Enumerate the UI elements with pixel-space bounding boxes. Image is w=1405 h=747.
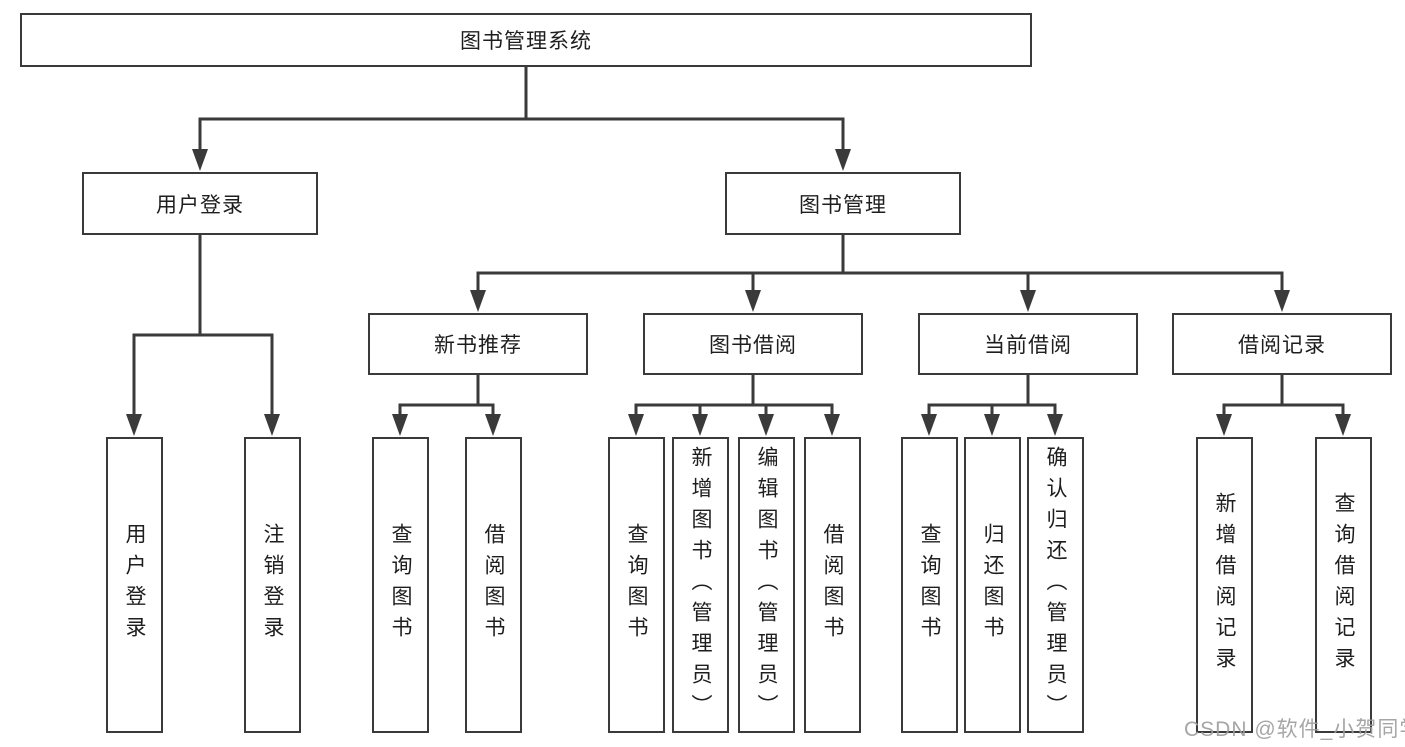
node-label: 图书借阅: [709, 334, 797, 357]
node-label: 归还图书: [981, 523, 1004, 647]
node-label: 用户登录: [156, 193, 244, 217]
arrowheads: [126, 149, 1351, 436]
node-book-borrow: 图书借阅: [643, 313, 863, 375]
node-label: 新增图书（管理员）: [689, 445, 712, 725]
node-label: 注销登录: [261, 523, 284, 647]
node-label: 查询图书: [625, 523, 648, 647]
leaf-borrow-book: 借阅图书: [804, 437, 861, 733]
node-current-borrow: 当前借阅: [918, 313, 1138, 375]
csdn-watermark: CSDN @软件_小贺同学: [1184, 718, 1405, 741]
node-label: 新增借阅记录: [1213, 492, 1236, 678]
node-library-system: 图书管理系统: [20, 13, 1032, 67]
leaf-confirm-return-admin: 确认归还（管理员）: [1027, 437, 1084, 733]
node-borrow-records: 借阅记录: [1172, 313, 1392, 375]
node-label: 确认归还（管理员）: [1044, 445, 1067, 725]
node-label: 图书管理系统: [460, 30, 592, 53]
leaf-return-book: 归还图书: [964, 437, 1021, 733]
node-label: 用户登录: [123, 523, 146, 647]
node-label: 当前借阅: [984, 334, 1072, 357]
node-label: 借阅图书: [482, 523, 505, 647]
node-new-book-recommend: 新书推荐: [368, 313, 588, 375]
node-label: 查询借阅记录: [1332, 492, 1355, 678]
node-label: 查询图书: [389, 523, 412, 647]
node-label: 借阅图书: [821, 523, 844, 647]
node-label: 新书推荐: [434, 334, 522, 357]
leaf-logout-login: 注销登录: [244, 437, 301, 733]
node-label: 编辑图书（管理员）: [755, 445, 778, 725]
leaf-query-borrow-record: 查询借阅记录: [1315, 437, 1372, 733]
node-book-management: 图书管理: [725, 172, 961, 235]
leaf-query-book-current: 查询图书: [901, 437, 958, 733]
leaf-user-login: 用户登录: [106, 437, 163, 733]
node-label: 查询图书: [918, 523, 941, 647]
leaf-borrow-book-recommend: 借阅图书: [465, 437, 522, 733]
node-user-login: 用户登录: [82, 172, 318, 235]
leaf-add-borrow-record: 新增借阅记录: [1196, 437, 1253, 733]
node-label: 图书管理: [799, 193, 887, 217]
leaf-query-book-recommend: 查询图书: [372, 437, 429, 733]
leaf-query-book-borrow: 查询图书: [608, 437, 665, 733]
node-label: 借阅记录: [1238, 334, 1326, 357]
leaf-edit-book-admin: 编辑图书（管理员）: [738, 437, 795, 733]
leaf-add-book-admin: 新增图书（管理员）: [672, 437, 729, 733]
